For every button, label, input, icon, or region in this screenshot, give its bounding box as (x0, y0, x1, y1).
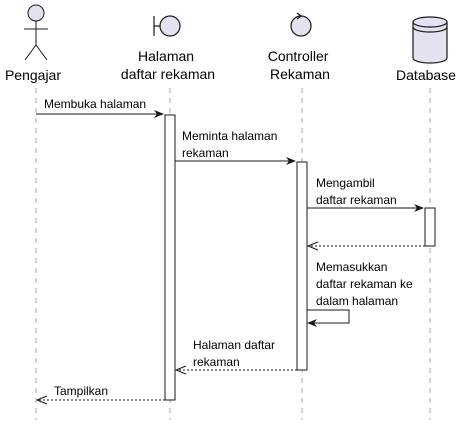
message-label-line: Meminta halaman (182, 129, 277, 143)
arrowhead-icon (414, 204, 424, 212)
participant-label-line: daftar rekaman (121, 66, 215, 82)
participant-label-database: Database (396, 67, 456, 83)
message-label-line: daftar rekaman ke (316, 277, 413, 291)
message-label-line: Memasukkan (316, 260, 387, 274)
actor-icon (24, 4, 48, 61)
participant-label-line: Halaman (138, 48, 194, 64)
arrowhead-icon (307, 319, 317, 327)
arrowhead-icon (174, 365, 187, 375)
participant-label-line: Controller (268, 48, 329, 64)
message-label-line: Membuka halaman (44, 97, 146, 111)
message-label-line: dalam halaman (316, 294, 398, 308)
message-label-line: rekaman (193, 355, 240, 369)
database-icon (412, 16, 448, 64)
arrowhead-icon (154, 110, 164, 118)
message-label-line: Tampilkan (54, 384, 108, 398)
activation-bar-controller (296, 161, 308, 371)
arrowhead-icon (286, 157, 296, 165)
participant-label-pengajar: Pengajar (5, 67, 61, 83)
message-label-line: rekaman (182, 146, 229, 160)
activation-bar-halaman (164, 114, 176, 401)
message-label-line: Mengambil (316, 176, 375, 190)
message-label-m1: Membuka halaman (44, 97, 146, 111)
boundary-icon (153, 15, 181, 37)
arrowhead-icon (35, 395, 48, 405)
message-label-m7: Tampilkan (54, 384, 108, 398)
message-arrow-m5 (307, 309, 350, 324)
message-label-m3: Mengambil daftar rekaman (316, 176, 397, 207)
message-label-line: daftar rekaman (316, 193, 397, 207)
participant-label-line: Database (396, 67, 456, 83)
message-label-m6: Halaman daftar rekaman (193, 338, 278, 369)
participant-label-line: Pengajar (5, 67, 61, 83)
participant-label-controller: Controller Rekaman (268, 48, 333, 82)
participant-label-line: Rekaman (270, 66, 330, 82)
arrowhead-icon (306, 241, 319, 251)
message-label-line: Halaman daftar (193, 338, 275, 352)
control-icon (290, 12, 312, 37)
participant-label-halaman: Halaman daftar rekaman (121, 48, 215, 82)
activation-bar-database (424, 207, 436, 247)
message-label-m2: Meminta halaman rekaman (182, 129, 281, 160)
message-label-m5: Memasukkan daftar rekaman ke dalam halam… (316, 260, 416, 308)
